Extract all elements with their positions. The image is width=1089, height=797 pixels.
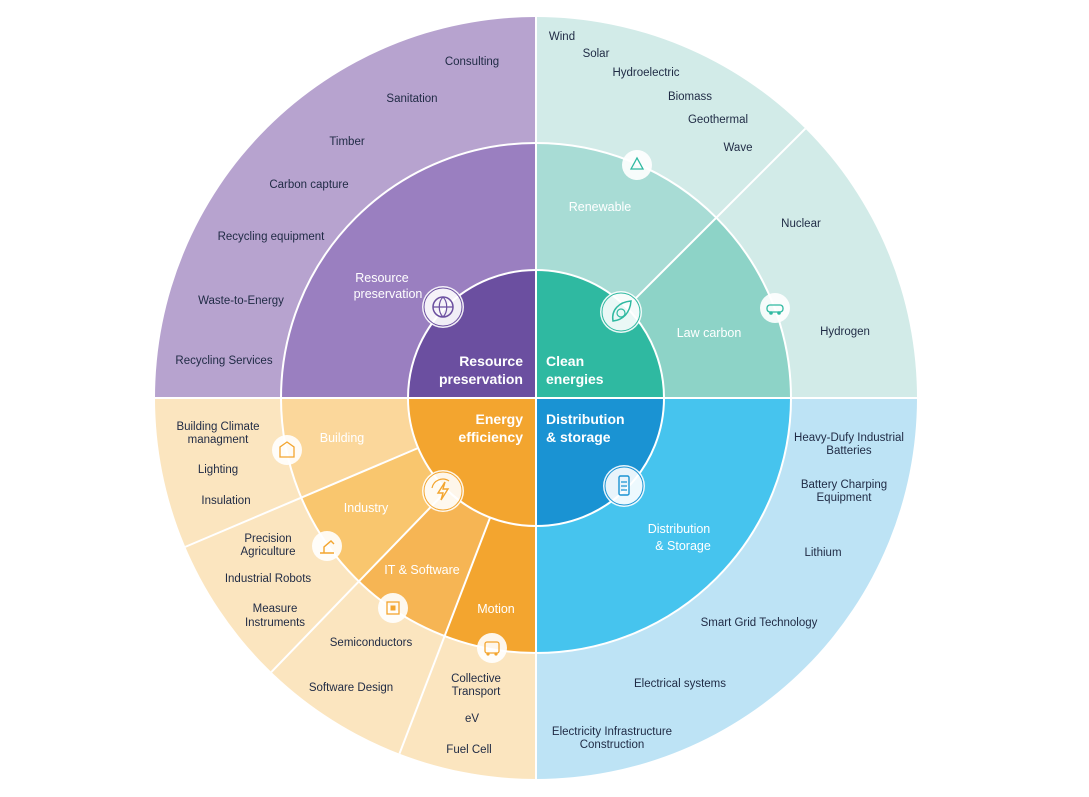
outer-label: Lithium	[804, 547, 841, 559]
mid-label-it: IT & Software	[384, 563, 460, 577]
outer-label: Construction	[580, 739, 645, 751]
outer-label: Equipment	[817, 492, 873, 504]
outer-label: Hydrogen	[820, 326, 870, 338]
building-icon	[272, 435, 302, 465]
outer-label: Instruments	[245, 617, 305, 629]
middle-sector-building	[281, 398, 419, 498]
ring-divider	[280, 142, 792, 654]
outer-label: Measure	[253, 603, 298, 615]
ring-divider	[407, 269, 665, 527]
outer-label: Waste-to-Energy	[198, 295, 284, 307]
core-label-resource: Resource	[459, 353, 523, 369]
mid-label-lowcarbon: Law carbon	[677, 326, 742, 340]
outer-label: Smart Grid Technology	[701, 617, 818, 629]
core-label-distribution: Distribution	[546, 411, 625, 427]
outer-label: Timber	[329, 136, 365, 148]
outer-label: Insulation	[201, 495, 250, 507]
middle-sector-lowcarbon	[626, 217, 792, 398]
outer-label: Lighting	[198, 464, 238, 476]
core-label-efficiency: Energy	[476, 411, 524, 427]
outer-label: Biomass	[668, 91, 712, 103]
core-label-clean: Clean	[546, 353, 584, 369]
battery-icon	[603, 465, 645, 507]
outer-label: Precision	[244, 533, 291, 545]
core-sector-clean	[536, 270, 664, 398]
outer-label: eV	[465, 713, 479, 725]
lightning-cycle-icon	[422, 470, 464, 512]
core-label-resource-2: preservation	[439, 371, 523, 387]
core-sector-distribution	[536, 398, 664, 526]
eco-energy-leaf-icon	[600, 291, 642, 333]
outer-label: Wave	[724, 142, 753, 154]
outer-label: Recycling Services	[175, 355, 272, 367]
outer-sector-distribution	[536, 398, 917, 779]
outer-label: Battery Charping	[801, 479, 887, 491]
bus-icon	[477, 633, 507, 663]
mid-label-motion: Motion	[477, 602, 515, 616]
outer-sector-resource	[155, 17, 536, 398]
outer-label: Nuclear	[781, 218, 821, 230]
chip-icon	[378, 593, 408, 623]
mid-label-building: Building	[320, 431, 365, 445]
mid-label-resource: Resource	[355, 271, 409, 285]
core-label-clean-2: energies	[546, 371, 604, 387]
outer-label: Carbon capture	[269, 179, 348, 191]
middle-sector-renewable	[536, 143, 717, 308]
outer-label: Agriculture	[241, 546, 296, 558]
outer-label: Recycling equipment	[218, 231, 326, 243]
hydrogen-car-icon	[760, 293, 790, 323]
outer-label: Building Climate	[176, 421, 259, 433]
core-sector-resource	[408, 270, 536, 398]
outer-sector-efficiency	[155, 398, 536, 779]
core-label-efficiency-2: efficiency	[458, 429, 523, 445]
recycle-icon	[622, 150, 652, 180]
mid-label-renewable: Renewable	[569, 200, 632, 214]
outer-label: Wind	[549, 31, 575, 43]
outer-label: Fuel Cell	[446, 744, 491, 756]
outer-label: Consulting	[445, 56, 499, 68]
outer-label: Hydroelectric	[612, 67, 679, 79]
mid-label-industry: Industry	[344, 501, 389, 515]
outer-label: Sanitation	[386, 93, 437, 105]
outer-label: Geothermal	[688, 114, 748, 126]
outer-label: Solar	[583, 48, 610, 60]
outer-label: Batteries	[826, 445, 872, 457]
robot-arm-icon	[312, 531, 342, 561]
middle-sector-motion	[444, 517, 536, 653]
mid-label-distribution: Distribution	[648, 522, 711, 536]
outer-label: Semiconductors	[330, 637, 413, 649]
mid-label-resource-2: preservation	[354, 287, 423, 301]
mid-label-distribution-2: & Storage	[655, 539, 711, 553]
divider-lines	[155, 17, 917, 779]
outer-label: Electrical systems	[634, 678, 726, 690]
outer-label: Heavy-Dufy Industrial	[794, 432, 904, 444]
core-label-distribution-2: & storage	[546, 429, 611, 445]
core-sector-efficiency	[408, 398, 536, 526]
middle-sector-resource	[281, 143, 536, 398]
outer-label: Transport	[452, 686, 502, 698]
outer-label: Software Design	[309, 682, 393, 694]
outer-label: Collective	[451, 673, 501, 685]
middle-sector-distribution	[536, 398, 791, 653]
outer-label: Electricity Infrastructure	[552, 726, 672, 738]
outer-label: Industrial Robots	[225, 573, 312, 585]
globe-icon	[422, 286, 464, 328]
outer-label: managment	[188, 434, 250, 446]
